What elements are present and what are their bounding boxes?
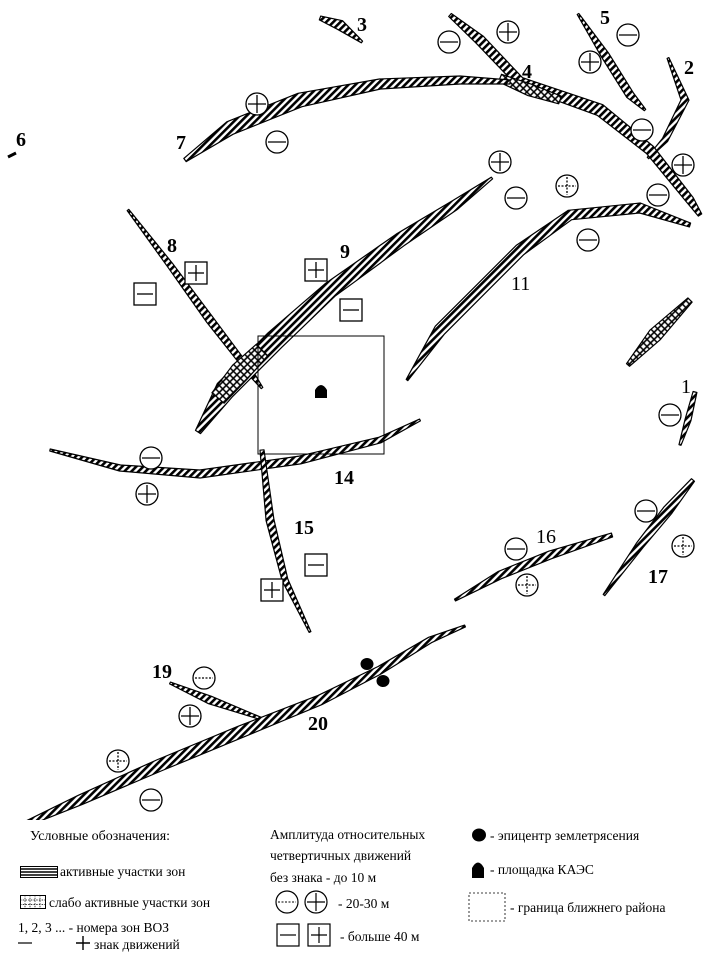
- zone-label: 1: [681, 376, 691, 398]
- zone-label: 3: [357, 14, 367, 36]
- circle-plus-sign-icon: [488, 150, 512, 174]
- zone-label: 19: [152, 661, 172, 683]
- npp-site-icon: [315, 385, 327, 398]
- square-plus-sign-icon: [184, 261, 208, 285]
- circle-minus-sign-icon: [576, 228, 600, 252]
- site-legend-icon: [472, 862, 484, 878]
- zone-label: 5: [600, 7, 610, 29]
- zone-9-weak: [211, 343, 269, 404]
- active-segment-swatch: [20, 866, 58, 878]
- legend-numbers: 1, 2, 3 ... - номера зон ВОЗ: [18, 920, 169, 935]
- legend-amplitude-title: четвертичных движений: [270, 848, 412, 863]
- zone-label: 20: [308, 713, 328, 735]
- circle-plus-sign-icon: [555, 174, 579, 198]
- square-sign-icon: [276, 923, 331, 947]
- zone-7: [183, 75, 511, 163]
- square-plus-sign-icon: [260, 578, 284, 602]
- circle-minus-sign-icon: [616, 23, 640, 47]
- zone-label: 14: [334, 467, 354, 489]
- circle-plus-sign-icon: [578, 50, 602, 74]
- legend-epicenter: - эпицентр землетрясения: [490, 828, 640, 843]
- zone-8: [126, 208, 264, 390]
- legend-sign: знак движений: [94, 937, 180, 952]
- circle-minus-sign-icon: [139, 446, 163, 470]
- zone-label: 4: [522, 61, 532, 83]
- legend-title: Условные обозначения:: [30, 829, 171, 844]
- square-plus-sign-icon: [304, 258, 328, 282]
- zone-label: 7: [176, 132, 186, 154]
- circle-plus-sign-icon: [496, 20, 520, 44]
- circle-minus-sign-icon: [192, 666, 216, 690]
- circle-plus-sign-icon: [178, 704, 202, 728]
- circle-minus-sign-icon: [646, 183, 670, 207]
- circle-plus-sign-icon: [135, 482, 159, 506]
- circle-plus-sign-icon: [245, 92, 269, 116]
- zone-label: 17: [648, 566, 668, 588]
- circle-minus-sign-icon: [265, 130, 289, 154]
- legend-site: - площадка КАЭС: [490, 862, 594, 877]
- legend-amplitude-title: Амплитуда относительных: [270, 827, 426, 842]
- circle-plus-sign-icon: [106, 749, 130, 773]
- circle-plus-sign-icon: [671, 153, 695, 177]
- circle-minus-sign-icon: [658, 403, 682, 427]
- zone-2: [646, 57, 690, 160]
- circle-plus-sign-icon: [671, 534, 695, 558]
- zone-20: [26, 624, 466, 820]
- zone-17: [602, 478, 696, 597]
- circle-minus-sign-icon: [437, 30, 461, 54]
- zone-5: [576, 12, 647, 112]
- zone-16: [453, 532, 614, 602]
- circle-minus-sign-icon: [504, 537, 528, 561]
- legend-20-30: - 20-30 м: [338, 896, 390, 911]
- zone-label: 15: [294, 517, 314, 539]
- legend-over-40: - больше 40 м: [340, 929, 420, 944]
- circle-plus-sign-icon: [515, 573, 539, 597]
- minus-plus-sign-icon: [18, 936, 90, 950]
- legend-active: активные участки зон: [60, 864, 186, 879]
- circle-minus-sign-icon: [139, 788, 163, 812]
- earthquake-epicenter-icon: [360, 658, 374, 670]
- circle-minus-sign-icon: [630, 118, 654, 142]
- circle-minus-sign-icon: [504, 186, 528, 210]
- legend-no-sign: без знака - до 10 м: [270, 870, 377, 885]
- square-minus-sign-icon: [339, 298, 363, 322]
- zone-4-weak: [497, 73, 562, 105]
- legend-boundary: - граница ближнего района: [510, 900, 666, 915]
- zone-label: 11: [511, 273, 531, 295]
- legend-weak: слабо активные участки зон: [49, 895, 211, 910]
- zone-3: [318, 15, 364, 44]
- zone-label: 9: [340, 241, 350, 263]
- zone-label: 16: [536, 526, 556, 548]
- near-area-boundary: [257, 335, 385, 455]
- weak-segment-swatch: [20, 895, 46, 909]
- zone-11: [405, 202, 692, 382]
- circle-sign-icon: [275, 890, 328, 914]
- square-minus-sign-icon: [133, 282, 157, 306]
- zone-15: [259, 449, 312, 633]
- boundary-legend-icon: [468, 892, 506, 922]
- zone-label: 2: [684, 57, 694, 79]
- square-minus-sign-icon: [304, 553, 328, 577]
- epicenter-legend-icon: [472, 828, 486, 842]
- earthquake-epicenter-icon: [376, 675, 390, 687]
- zone-1: [678, 390, 698, 446]
- zone-label: 8: [167, 235, 177, 257]
- circle-minus-sign-icon: [634, 499, 658, 523]
- zone-14: [49, 418, 421, 479]
- fault-map: [7, 12, 703, 820]
- zone-label: 6: [16, 129, 26, 151]
- zone-12: [625, 297, 693, 367]
